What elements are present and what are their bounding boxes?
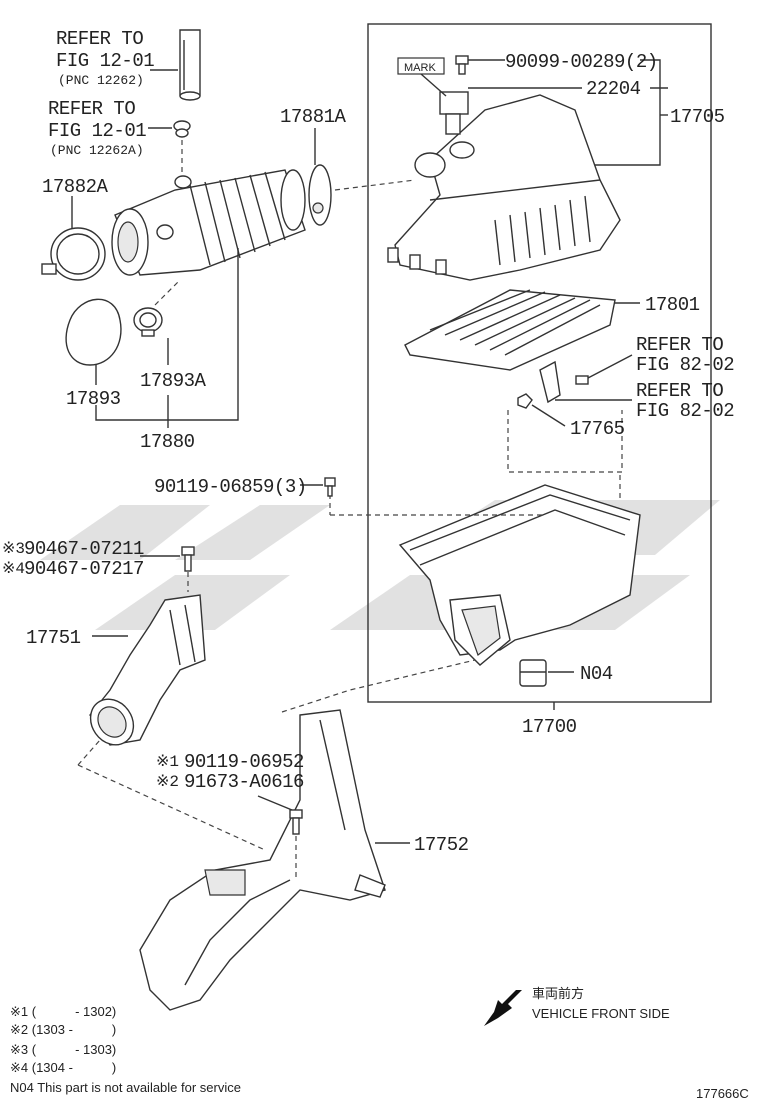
refer-a-line1: REFER TO [56, 28, 143, 50]
mass-air-flow-sensor-22204 [439, 91, 469, 135]
part-17752: 17752 [414, 834, 469, 856]
refer-a-line3: (PNC 12262) [58, 73, 144, 88]
footnote-n04: N04 This part is not available for servi… [10, 1080, 241, 1095]
footnote-3: ※3 ( - 1303) [10, 1042, 116, 1057]
mark-1: ※1 [156, 753, 179, 771]
bolt-90119-06952 [289, 809, 303, 835]
part-17893a: 17893A [140, 370, 207, 392]
vehicle-front-arrow-icon [484, 990, 522, 1026]
hose-clip-12262a [173, 120, 191, 138]
part-90467-07211: 90467-07211 [24, 538, 144, 560]
direction-jp: 車両前方 [532, 986, 584, 1001]
refer-d-line1: REFER TO [636, 380, 723, 402]
refer-b-line1: REFER TO [48, 98, 135, 120]
air-filter-element-17801 [404, 289, 616, 371]
assembly-box [367, 23, 712, 703]
bolt-90467 [181, 546, 195, 572]
intake-pipe-reference [179, 29, 201, 101]
hose-clamp-17881a [308, 164, 332, 226]
part-90119-06952: 90119-06952 [184, 751, 304, 773]
air-duct-17752 [139, 709, 386, 1011]
part-17881a: 17881A [280, 106, 347, 128]
refer-a-line2: FIG 12-01 [56, 50, 154, 72]
footnote-1: ※1 ( - 1302) [10, 1004, 116, 1019]
screw-90099 [455, 55, 469, 75]
mark-2: ※2 [156, 773, 179, 791]
hose-clamp-17882a [41, 227, 106, 281]
part-17893: 17893 [66, 388, 121, 410]
part-90099: 90099-00289(2) [505, 51, 658, 73]
bracket-17765 [517, 360, 589, 409]
refer-d-line2: FIG 82-02 [636, 400, 734, 422]
part-91673: 91673-A0616 [184, 771, 304, 793]
air-cleaner-cover-17705 [387, 94, 621, 281]
part-17705: 17705 [670, 106, 725, 128]
part-90119-06859: 90119-06859(3) [154, 476, 307, 498]
refer-c-line1: REFER TO [636, 334, 723, 356]
part-17765: 17765 [570, 418, 625, 440]
figure-code: 177666C [696, 1086, 749, 1101]
refer-b-line2: FIG 12-01 [48, 120, 146, 142]
refer-c-line2: FIG 82-02 [636, 354, 734, 376]
cover-17893 [65, 298, 122, 366]
direction-en: VEHICLE FRONT SIDE [532, 1006, 670, 1021]
part-22204: 22204 [586, 78, 641, 100]
mark-4: ※4 [2, 560, 25, 578]
bolt-90119-06859 [324, 477, 336, 497]
clamp-17893a [133, 307, 163, 337]
refer-b-line3: (PNC 12262A) [50, 143, 144, 158]
part-17700: 17700 [522, 716, 577, 738]
grommet-n04 [519, 659, 547, 687]
footnote-4: ※4 (1304 - ) [10, 1060, 116, 1075]
part-17801: 17801 [645, 294, 700, 316]
part-17880: 17880 [140, 431, 195, 453]
mark-3: ※3 [2, 540, 25, 558]
mark-label: MARK [404, 62, 436, 74]
footnote-2: ※2 (1303 - ) [10, 1022, 116, 1037]
air-duct-17751 [89, 594, 206, 746]
part-17882a: 17882A [42, 176, 109, 198]
air-cleaner-case-17700 [398, 484, 641, 666]
part-n04: N04 [580, 663, 613, 685]
intake-hose-17880 [111, 169, 306, 276]
part-17751: 17751 [26, 627, 81, 649]
part-90467-07217: 90467-07217 [24, 558, 144, 580]
